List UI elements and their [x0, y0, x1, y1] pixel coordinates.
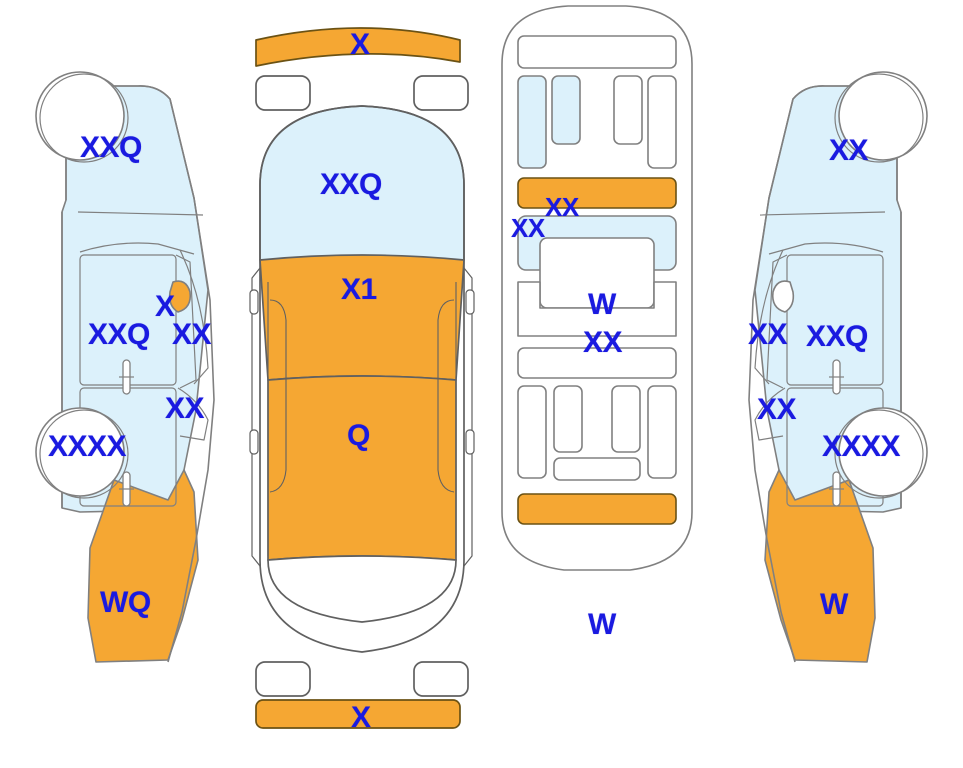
cargo-divider[interactable]	[517, 347, 677, 379]
rear-row-highlight-bar[interactable]	[517, 493, 677, 525]
damage-code-label: XX	[748, 318, 788, 351]
interior-plan-view	[496, 0, 706, 580]
rear-bumper-highlight	[255, 699, 461, 729]
rear-right-wheel	[413, 661, 469, 697]
damage-code-label: XX	[545, 192, 579, 222]
third-row-bench[interactable]	[517, 281, 677, 337]
damage-code-label: W	[588, 608, 616, 641]
damage-code-label: XXXX	[48, 430, 127, 463]
rear-rail-2[interactable]	[553, 385, 583, 453]
front-left-seat-highlight[interactable]	[517, 75, 547, 169]
damage-code-label: W	[588, 288, 616, 321]
damage-code-label: XX	[172, 318, 212, 351]
front-left-inner-highlight[interactable]	[551, 75, 581, 145]
roof-highlight	[267, 375, 457, 561]
damage-code-label: XXXX	[822, 430, 901, 463]
right-side-view	[715, 0, 945, 700]
top-left-mirror	[249, 289, 259, 315]
rear-rail-4[interactable]	[647, 385, 677, 479]
damage-code-label: XXQ	[88, 318, 150, 351]
front-right-inner[interactable]	[613, 75, 643, 145]
damage-code-label: X	[350, 28, 370, 61]
damage-code-label: WQ	[100, 586, 151, 619]
damage-code-label: Q	[347, 419, 370, 452]
damage-code-label: XX	[511, 213, 545, 243]
left-rear-highlight	[87, 469, 199, 663]
damage-code-label: XX	[757, 393, 797, 426]
rear-rail-1[interactable]	[517, 385, 547, 479]
front-bumper-highlight	[255, 27, 461, 67]
damage-code-label: XX	[165, 392, 205, 425]
second-row-highlight-bar[interactable]	[517, 177, 677, 209]
right-rear-highlight	[764, 469, 876, 663]
damage-code-label: XX	[583, 326, 623, 359]
damage-code-label: X	[155, 290, 175, 323]
rear-left-wheel	[255, 661, 311, 697]
left-side-view	[18, 0, 248, 700]
damage-code-label: XXQ	[320, 168, 382, 201]
front-right-seat[interactable]	[647, 75, 677, 169]
damage-code-label: W	[820, 588, 848, 621]
left-mirror-highlight	[168, 280, 192, 313]
right-mirror	[771, 280, 795, 313]
rear-center-bar[interactable]	[553, 457, 641, 481]
top-right-mirror	[465, 289, 475, 315]
damage-code-label: XXQ	[80, 131, 142, 164]
front-left-wheel	[255, 75, 311, 111]
top-view	[248, 0, 478, 740]
rear-rail-3[interactable]	[611, 385, 641, 453]
damage-code-label: X	[351, 701, 371, 734]
damage-code-label: XX	[829, 134, 869, 167]
dashboard	[517, 35, 677, 69]
damage-code-label: XXQ	[806, 320, 868, 353]
damage-code-label: X1	[341, 273, 377, 306]
front-right-wheel	[413, 75, 469, 111]
